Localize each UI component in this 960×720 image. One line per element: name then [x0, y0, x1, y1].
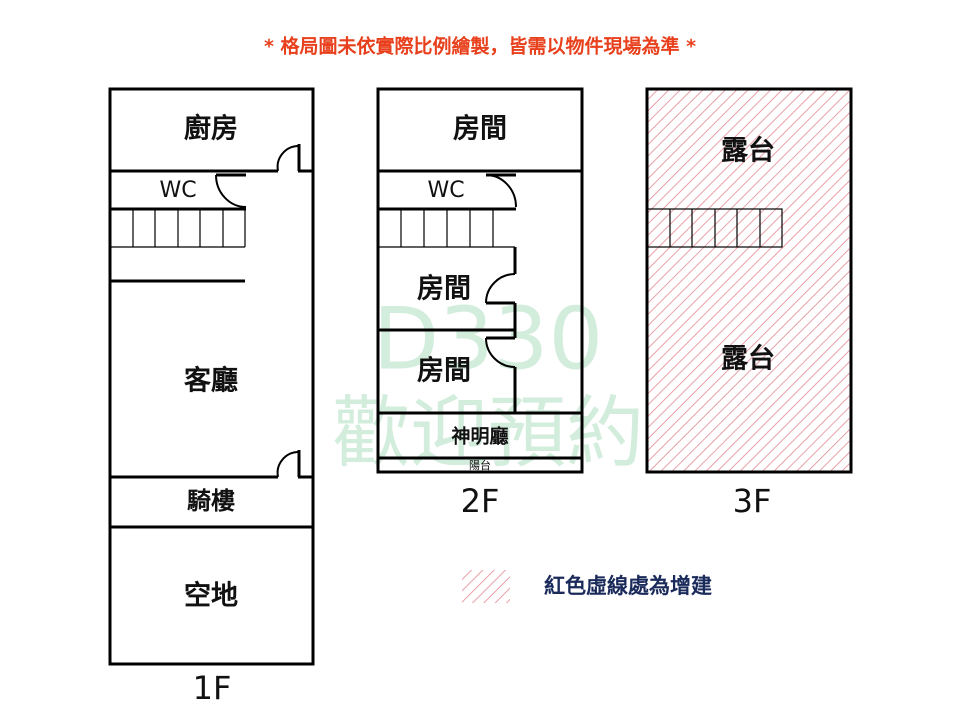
room-terrace-top: 露台	[721, 135, 775, 167]
legend: 紅色虛線處為增建	[462, 570, 712, 603]
svg-text:歡迎預約: 歡迎預約	[332, 388, 644, 478]
room-balcony: 陽台	[469, 458, 491, 472]
stairs	[378, 209, 515, 248]
room-wc: WC	[427, 178, 464, 203]
floor-2-plan: 房間 WC 房間 房間 神明廳 陽台 2F	[376, 87, 584, 520]
watermark: D330 歡迎預約	[332, 289, 644, 478]
room-living: 客廳	[184, 365, 238, 397]
stairs	[110, 209, 246, 248]
floor-1-label: 1F	[193, 669, 232, 707]
floor-1-plan: 廚房 WC 客廳 騎樓 空地 1F	[108, 87, 315, 707]
floor-2-label: 2F	[461, 482, 500, 520]
room-bedroom-middle: 房間	[417, 274, 471, 305]
room-open-space: 空地	[184, 580, 238, 612]
room-bedroom-top: 房間	[453, 114, 507, 145]
floor-3-label: 3F	[733, 482, 772, 520]
scale-notice: * 格局圖未依實際比例繪製，皆需以物件現場為準 *	[264, 35, 696, 58]
floor-3-plan: 露台 露台 3F	[645, 87, 853, 520]
room-bedroom-lower: 房間	[417, 356, 471, 387]
room-kitchen: 廚房	[184, 113, 238, 145]
extension-hatch-swatch	[462, 570, 510, 603]
room-wc: WC	[159, 178, 196, 203]
room-shrine: 神明廳	[451, 425, 508, 448]
legend-text: 紅色虛線處為增建	[544, 574, 712, 598]
stairs	[646, 208, 783, 248]
room-arcade: 騎樓	[187, 487, 235, 515]
room-terrace-bottom: 露台	[721, 343, 775, 375]
